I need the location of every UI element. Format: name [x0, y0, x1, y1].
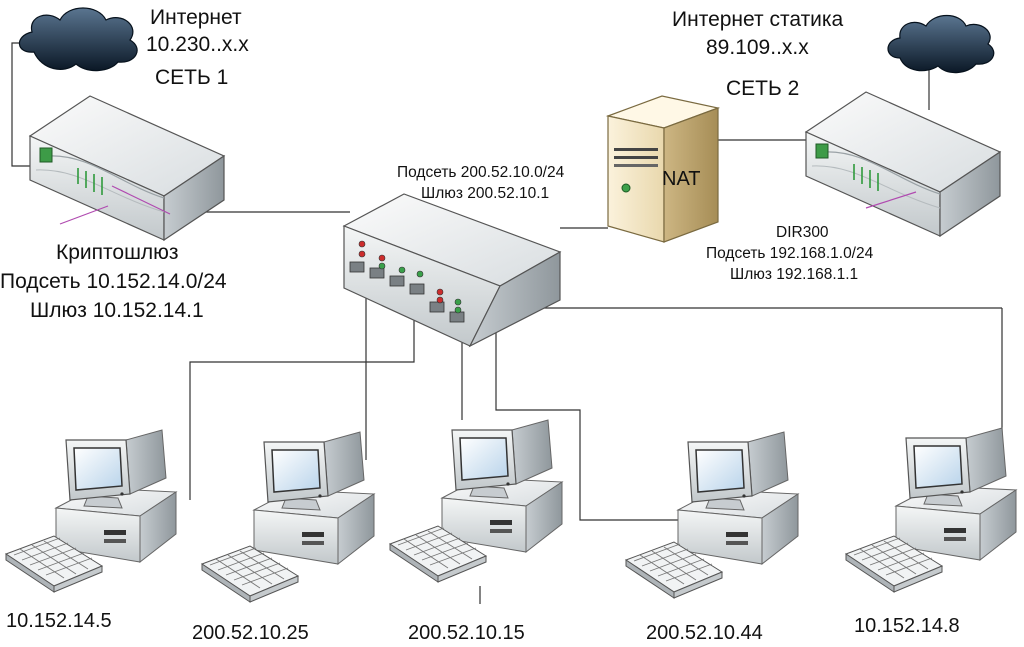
computer-1	[55, 429, 177, 563]
computer-1-ip: 10.152.14.5	[6, 610, 112, 632]
dir300-subnet: Подсеть 192.168.1.0/24	[706, 245, 874, 262]
internet-cloud-net2	[887, 14, 995, 74]
nat-label: NAT	[662, 168, 701, 190]
computer-2	[253, 431, 375, 565]
net1-name: СЕТЬ 1	[155, 66, 228, 89]
network-cables	[11, 42, 1003, 521]
computer-5-ip: 10.152.14.8	[854, 615, 960, 637]
crypto-gateway-subnet: Подсеть 10.152.14.0/24	[0, 270, 227, 293]
net2-name: СЕТЬ 2	[726, 77, 799, 100]
net2-title: Интернет статика	[672, 8, 844, 31]
network-switch	[342, 193, 562, 348]
crypto-gateway-name: Криптошлюз	[56, 241, 179, 264]
crypto-gateway-gateway: Шлюз 10.152.14.1	[30, 299, 204, 322]
net1-address: 10.230..x.x	[146, 33, 249, 56]
switch-subnet: Подсеть 200.52.10.0/24	[397, 164, 565, 181]
switch-gateway: Шлюз 200.52.10.1	[421, 185, 549, 202]
net2-address: 89.109..x.x	[706, 36, 809, 59]
internet-cloud-net1	[18, 7, 138, 72]
dir300-model: DIR300	[776, 224, 829, 241]
computer-3	[441, 419, 563, 553]
computer-2-ip: 200.52.10.25	[192, 622, 309, 644]
computer-4	[677, 431, 799, 565]
dir300-gateway: Шлюз 192.168.1.1	[730, 266, 858, 283]
dir300-router	[805, 91, 1001, 237]
computer-4-ip: 200.52.10.44	[646, 622, 763, 644]
computer-5	[895, 427, 1017, 561]
nat-server: NAT	[605, 95, 721, 243]
computer-3-ip: 200.52.10.15	[408, 622, 525, 644]
net1-title: Интернет	[150, 6, 242, 29]
crypto-gateway-router	[29, 95, 225, 241]
